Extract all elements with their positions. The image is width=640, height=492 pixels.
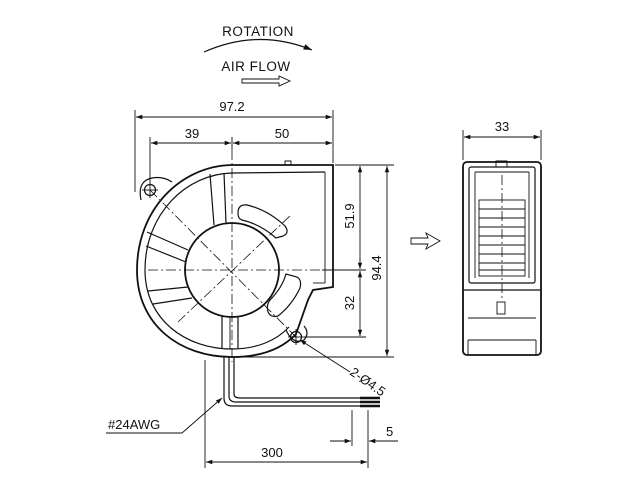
frame-slot-upper [237, 204, 288, 239]
hole-callout-text: 2-Ø4.5 [347, 364, 388, 399]
wire-gauge-text: #24AWG [108, 417, 160, 432]
wire-3 [233, 357, 372, 399]
wire-1 [223, 357, 372, 407]
motor-hub [184, 222, 280, 318]
dim-wire-strip: 5 [330, 410, 398, 446]
dim-text-overall: 94.4 [369, 255, 384, 280]
dim-vertical: 51.9 32 94.4 [236, 164, 394, 358]
dim-text: 97.2 [219, 99, 244, 114]
strut-top-a [209, 173, 215, 226]
wire-gauge-leader [106, 397, 223, 434]
dim-text-left: 39 [185, 126, 199, 141]
front-view: 97.2 39 50 51.9 32 94.4 2-Ø4.5 [106, 99, 398, 468]
centerline-diagonal-holes [149, 189, 299, 340]
hole-leader [299, 339, 351, 373]
dim-depth: 33 [462, 119, 542, 160]
strut-lower-a [147, 286, 189, 292]
dim-text-upper: 51.9 [342, 203, 357, 228]
wire-2 [228, 357, 372, 403]
strut-top-b [223, 172, 227, 224]
strut-lower-b [152, 297, 193, 305]
centerline-diagonal [177, 213, 293, 323]
side-view: 33 [462, 119, 542, 356]
airflow-label: AIR FLOW [221, 59, 290, 74]
airflow-arrow [241, 75, 292, 87]
dim-wire-length: 300 [204, 360, 369, 468]
hole-callout: 2-Ø4.5 [299, 339, 388, 399]
outlet-tab [284, 160, 292, 165]
rotation-label: ROTATION [222, 24, 294, 39]
dim-text: 300 [261, 445, 283, 460]
strut-left-a [146, 231, 189, 251]
housing-inner-wall [144, 171, 326, 350]
rotation-arrow [203, 38, 313, 53]
frame-struts [145, 172, 239, 349]
dim-offsets: 39 50 [149, 126, 332, 183]
dim-text: 33 [495, 119, 509, 134]
strut-left-b [145, 245, 187, 263]
dim-text-right: 50 [275, 126, 289, 141]
view-direction-arrow [410, 231, 441, 251]
dim-overall-width: 97.2 [134, 99, 334, 192]
dim-text: 5 [386, 424, 393, 439]
lead-wires [223, 357, 380, 408]
airflow-indicator: AIR FLOW [221, 59, 292, 87]
housing-outline [136, 164, 334, 358]
frame-slot-lower [266, 273, 302, 318]
side-top-tab [495, 160, 508, 167]
rotation-indicator: ROTATION [203, 24, 313, 53]
side-outer-body [462, 161, 542, 356]
side-wire-connector [496, 301, 506, 315]
mounting-lug-top [139, 176, 173, 201]
dim-text-lower: 32 [342, 296, 357, 310]
wire-gauge-callout: #24AWG [106, 397, 223, 434]
